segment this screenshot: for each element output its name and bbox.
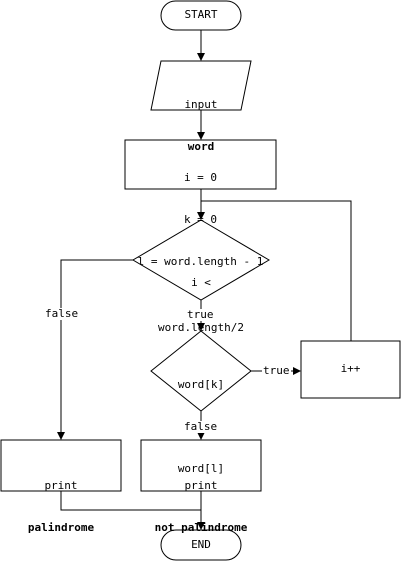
init-label-line1: i = 0: [183, 171, 218, 184]
init-label-line3: l = word.length - 1: [137, 255, 264, 268]
edge-label-compare-true: true: [262, 364, 291, 377]
end-label: END: [191, 538, 211, 551]
print-not-palindrome-process: [140, 439, 262, 492]
input-label: input word: [151, 70, 251, 182]
edge-label-condition-false: false: [44, 307, 80, 320]
print-palindrome-process: [0, 439, 122, 492]
increment-process: [300, 340, 401, 399]
compare-decision-line3: word[l]: [177, 462, 225, 475]
edge-palindrome-to-end: [60, 491, 201, 511]
init-label: i = 0 k = 0 l = word.length - 1: [125, 143, 276, 297]
length-decision-line2: word.length/2: [157, 321, 245, 334]
edge-label-compare-false: false: [183, 420, 219, 433]
edge-condition-false: [57, 259, 133, 440]
end-terminal: [160, 529, 242, 561]
print-not-palindrome-label: print not palindrome: [141, 451, 261, 563]
length-decision-line1: i <: [191, 276, 211, 289]
init-process: [124, 139, 277, 190]
print-palindrome-line2: palindrome: [27, 521, 95, 534]
compare-decision-line1: word[k]: [177, 378, 225, 391]
init-label-line2: k = 0: [183, 213, 218, 226]
print-palindrome-label: print palindrome: [1, 451, 121, 563]
print-palindrome-line1: print: [44, 479, 78, 492]
print-not-palindrome-line2: not palindrome: [154, 521, 248, 534]
input-parallelogram: [150, 60, 252, 111]
input-label-line2: word: [187, 140, 215, 153]
print-not-palindrome-line1: print: [184, 479, 218, 492]
input-label-line1: input: [184, 98, 218, 111]
edge-loop-back: [201, 200, 352, 341]
increment-label: i++: [340, 362, 361, 375]
edge-label-condition-true: true: [186, 308, 215, 321]
length-decision-label: i < word.length/2: [133, 245, 269, 365]
start-label: START: [184, 8, 218, 21]
